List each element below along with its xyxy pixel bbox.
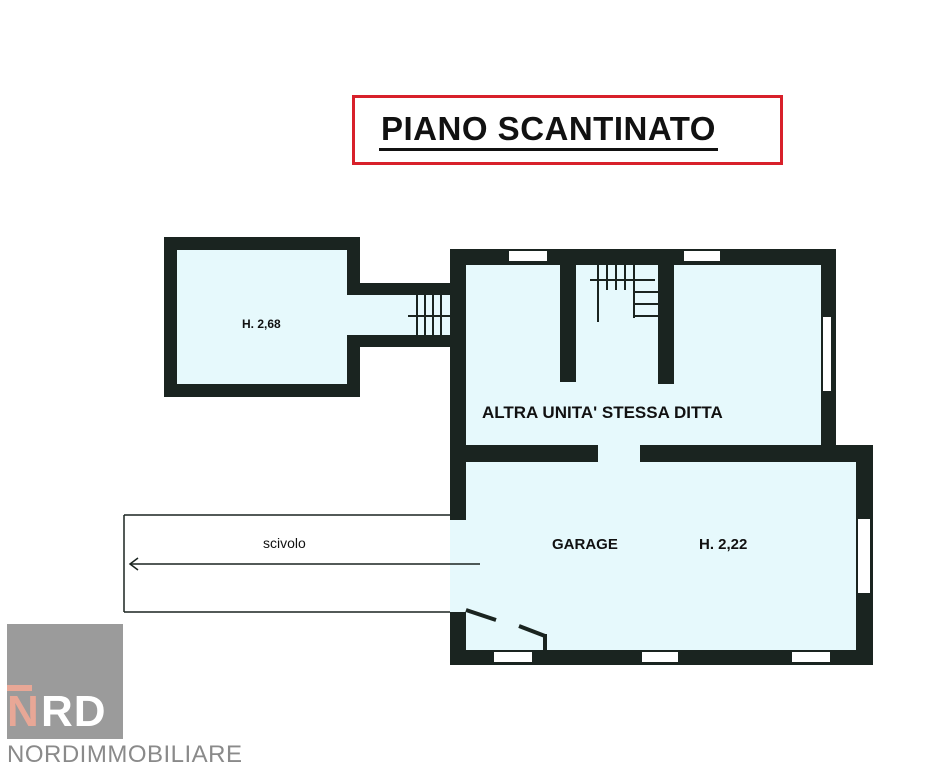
garage-height-label: H. 2,22 <box>699 536 748 553</box>
ramp-label: scivolo <box>263 535 306 551</box>
logo-accent-bar <box>7 685 32 691</box>
garage-room <box>450 440 873 665</box>
other-unit-label: ALTRA UNITA' STESSA DITTA <box>482 403 723 422</box>
cellar-height-label: H. 2,68 <box>242 317 281 331</box>
ramp <box>123 514 480 613</box>
garage-label: GARAGE <box>552 536 618 553</box>
page-title: PIANO SCANTINATO <box>379 110 718 151</box>
other-unit-room <box>450 249 836 466</box>
arrow-left-icon <box>128 557 139 571</box>
cellar-room <box>164 237 460 397</box>
logo: N RD <box>7 624 123 739</box>
title-box: PIANO SCANTINATO <box>352 95 783 165</box>
logo-name: NORDIMMOBILIARE <box>7 741 243 768</box>
logo-mark-rd: RD <box>41 687 107 736</box>
internal-stairs-icon <box>590 262 658 322</box>
logo-mark-n: N <box>7 687 39 736</box>
